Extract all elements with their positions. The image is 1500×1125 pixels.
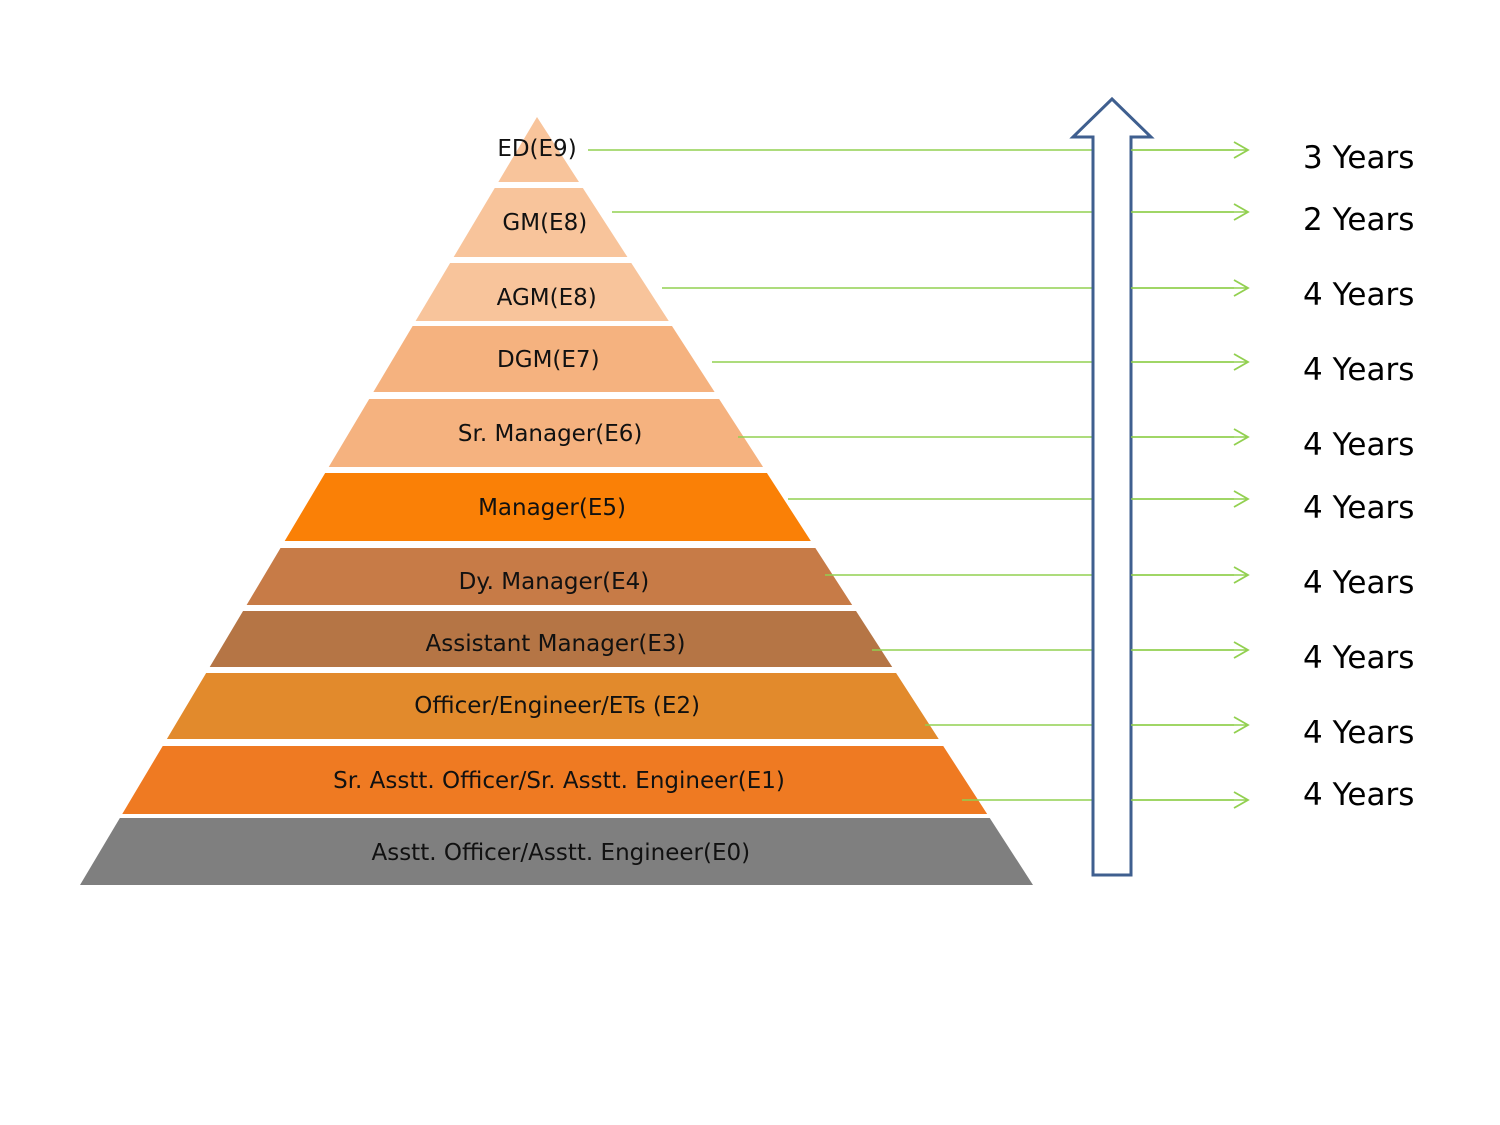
pyramid-tier — [80, 818, 1033, 885]
tier-label: Manager(E5) — [478, 495, 626, 521]
pyramid-labels: ED(E9) GM(E8) AGM(E8) DGM(E7) Sr. Manager(E6… — [333, 136, 785, 866]
pyramid-tier — [122, 746, 988, 814]
pyramid-tier — [284, 473, 811, 541]
pyramid-tier — [209, 611, 893, 667]
tier-label: Dy. Manager(E4) — [459, 569, 650, 595]
tier-label: ED(E9) — [497, 136, 576, 162]
right-arrow-icon — [1233, 566, 1250, 584]
pyramid-tier — [166, 673, 939, 739]
right-arrow-icon — [1233, 141, 1250, 159]
up-arrow-icon — [1069, 96, 1155, 877]
pyramid-tier — [373, 326, 715, 392]
duration-labels: 3 Years 2 Years 4 Years 4 Years 4 Years 4 Yea… — [1303, 140, 1414, 813]
right-arrow-icon — [1233, 279, 1250, 297]
right-arrow-icon — [1233, 353, 1250, 371]
duration-label: 4 Years — [1303, 490, 1414, 526]
right-arrow-icon — [1233, 791, 1250, 809]
duration-label: 2 Years — [1303, 202, 1414, 238]
duration-label: 4 Years — [1303, 640, 1414, 676]
pyramid-tier — [498, 117, 579, 182]
connector-heads — [1131, 141, 1250, 809]
pyramid-tier — [415, 263, 669, 321]
pyramid-tier — [246, 548, 853, 605]
right-arrow-icon — [1233, 716, 1250, 734]
pyramid-tiers — [80, 117, 1033, 885]
tier-label: Officer/Engineer/ETs (E2) — [414, 693, 700, 719]
duration-label: 4 Years — [1303, 715, 1414, 751]
tier-label: Sr. Manager(E6) — [458, 421, 643, 447]
duration-label: 4 Years — [1303, 565, 1414, 601]
duration-label: 4 Years — [1303, 777, 1414, 813]
duration-label: 4 Years — [1303, 352, 1414, 388]
tier-label: Assistant Manager(E3) — [426, 631, 686, 657]
duration-label: 4 Years — [1303, 277, 1414, 313]
tier-label: Asstt. Officer/Asstt. Engineer(E0) — [371, 840, 750, 866]
right-arrow-icon — [1233, 490, 1250, 508]
tier-label: DGM(E7) — [497, 347, 600, 373]
right-arrow-icon — [1233, 641, 1250, 659]
duration-label: 3 Years — [1303, 140, 1414, 176]
tier-label: Sr. Asstt. Officer/Sr. Asstt. Engineer(E… — [333, 768, 785, 794]
pyramid-tier — [453, 188, 628, 257]
pyramid-tier — [328, 399, 764, 467]
right-arrow-icon — [1233, 203, 1250, 221]
tier-label: GM(E8) — [502, 210, 587, 236]
tier-label: AGM(E8) — [497, 285, 597, 311]
right-arrow-icon — [1233, 428, 1250, 446]
duration-label: 4 Years — [1303, 427, 1414, 463]
